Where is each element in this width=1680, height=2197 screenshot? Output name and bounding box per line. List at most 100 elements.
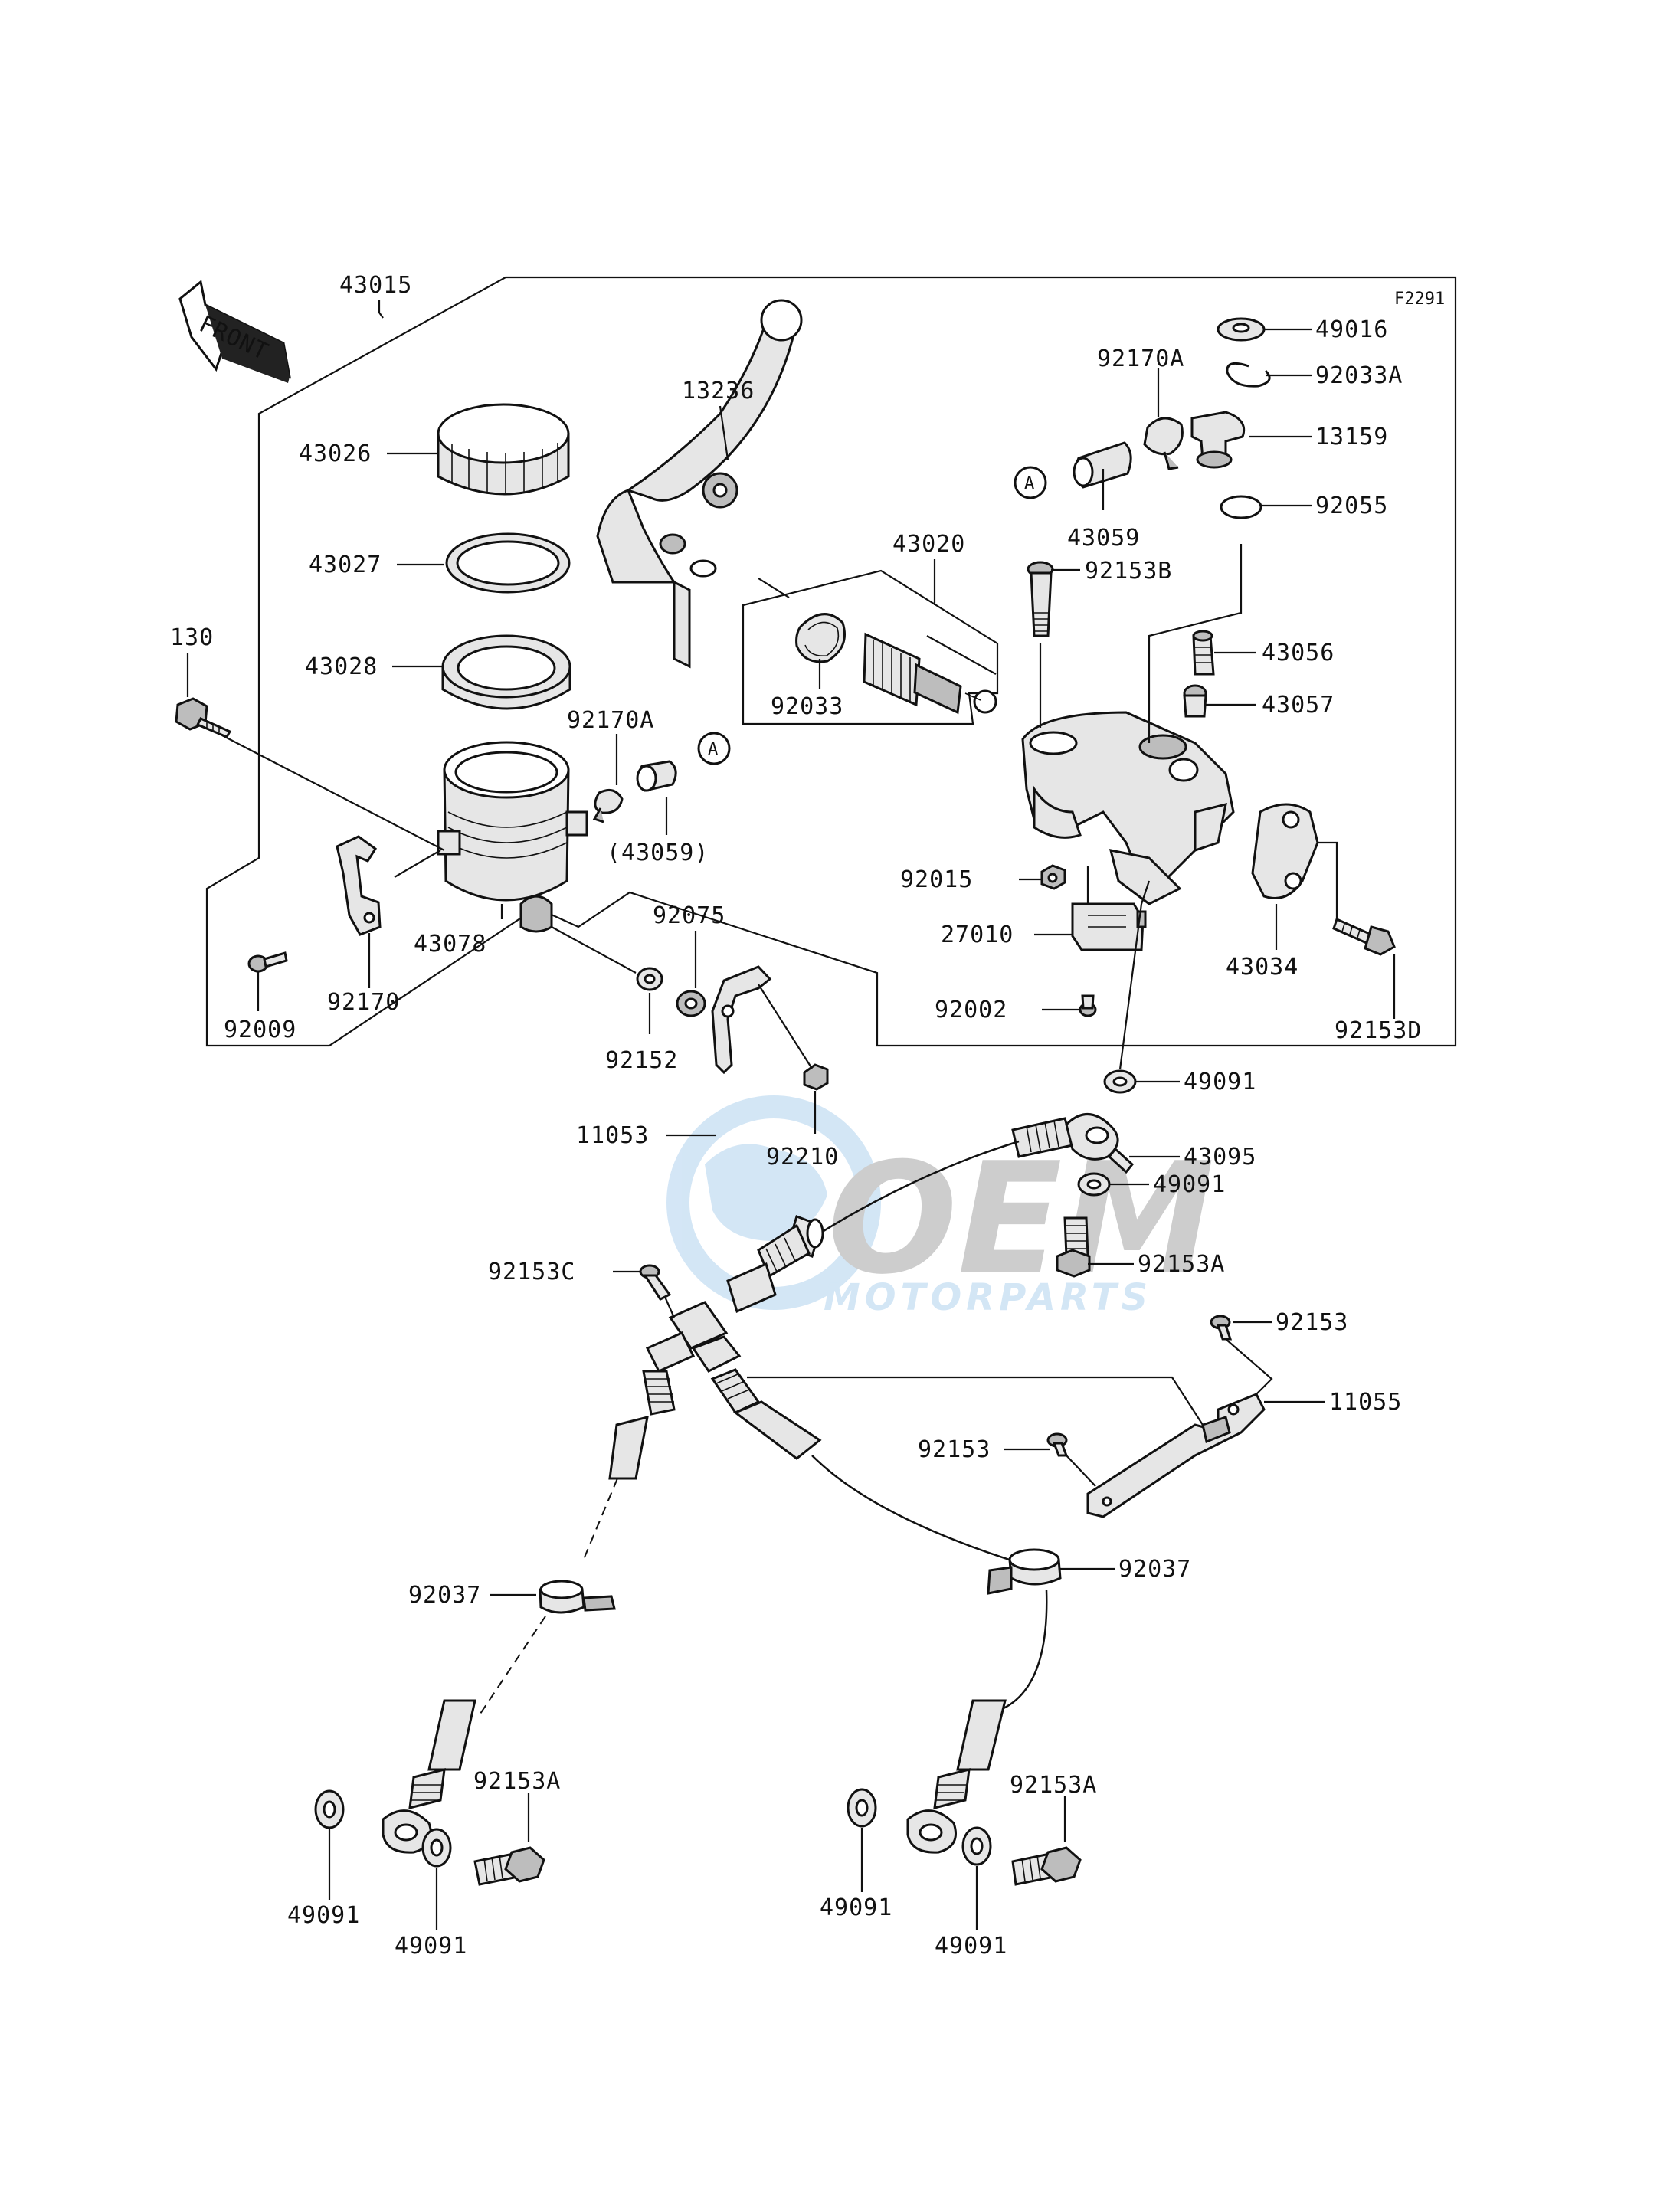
diaphragm-ring <box>445 532 571 594</box>
label-92033: 92033 <box>771 693 843 720</box>
screw-92153C <box>639 1264 672 1301</box>
callout-a-right-text: A <box>1024 474 1034 493</box>
washer-49091-lr <box>421 1828 452 1868</box>
label-11053: 11053 <box>576 1122 649 1149</box>
label-92153B: 92153B <box>1085 558 1172 584</box>
washer-49091-rl <box>847 1788 877 1828</box>
watermark-logo-text: OEM <box>827 1130 1215 1308</box>
hose-left-lower <box>382 1699 476 1854</box>
hose-right-line <box>811 1455 1020 1564</box>
nut-92015 <box>1040 864 1066 890</box>
circlip-92033 <box>795 613 846 663</box>
reservoir-bracket <box>336 835 382 936</box>
master-cylinder-body <box>1021 711 1235 905</box>
hose-left-branch-upper <box>608 1370 676 1480</box>
label-43078: 43078 <box>414 931 486 958</box>
reservoir-tank <box>437 741 588 933</box>
label-92153D: 92153D <box>1335 1017 1422 1044</box>
bolt-92153B <box>1027 561 1054 637</box>
label-92153-a: 92153 <box>1276 1309 1348 1336</box>
grommet-92075 <box>676 990 706 1017</box>
boot-49016 <box>1217 317 1266 342</box>
washer-49091-rr <box>961 1826 992 1866</box>
label-49091-rl: 49091 <box>820 1894 892 1921</box>
callout-a-left: A <box>697 732 731 765</box>
label-92009: 92009 <box>224 1017 296 1043</box>
label-11055: 11055 <box>1329 1389 1402 1416</box>
hose-joint-upper <box>726 1215 824 1314</box>
label-49091-top: 49091 <box>1184 1069 1256 1095</box>
label-49091-rr: 49091 <box>935 1933 1007 1960</box>
label-43027: 43027 <box>309 552 382 578</box>
label-92015: 92015 <box>900 866 973 893</box>
screw-92153-a <box>1210 1315 1233 1341</box>
label-92153C: 92153C <box>488 1259 575 1285</box>
label-130: 130 <box>170 624 214 651</box>
label-92075: 92075 <box>653 902 725 929</box>
hose-clamp-left <box>592 788 624 823</box>
brake-switch-27010 <box>1071 902 1147 951</box>
reservoir-group-frame <box>205 276 1457 1047</box>
figure-code: F2291 <box>1394 290 1445 309</box>
label-92170A-right: 92170A <box>1097 345 1184 372</box>
bolt-130 <box>175 697 232 738</box>
part-labels: 43015 43026 43027 43028 130 92170A (4305… <box>170 272 1422 1960</box>
holder-43034 <box>1251 803 1319 899</box>
bleeder-valve-43056 <box>1192 630 1215 676</box>
leader-lines <box>186 300 1396 1930</box>
label-49091-mid: 49091 <box>1153 1171 1226 1198</box>
label-92055: 92055 <box>1315 493 1388 519</box>
screw-92153-b <box>1046 1432 1069 1457</box>
label-92152: 92152 <box>605 1047 678 1074</box>
o-ring-92055 <box>1220 495 1262 519</box>
brake-lever <box>596 299 803 669</box>
washer-92152 <box>636 967 663 991</box>
hose-line-upper <box>819 1140 1020 1235</box>
hose-stub-43059 <box>1073 441 1132 489</box>
label-13159: 13159 <box>1315 424 1388 450</box>
callout-a-right: A <box>1014 466 1047 499</box>
master-cylinder-piston-kit <box>863 632 997 715</box>
hose-right-line-lower <box>1003 1590 1048 1710</box>
callout-a-left-text: A <box>708 740 718 759</box>
label-43057: 43057 <box>1262 692 1335 719</box>
watermark-sub-text: MOTORPARTS <box>824 1276 1152 1319</box>
washer-49091-top <box>1103 1069 1137 1094</box>
label-27010: 27010 <box>941 922 1014 948</box>
hose-right-branch-upper <box>710 1368 822 1460</box>
bolt-92153D <box>1332 917 1396 956</box>
label-49091-ll: 49091 <box>287 1902 360 1929</box>
hose-left-dash-1 <box>581 1478 618 1563</box>
hose-right-lower <box>906 1699 1007 1854</box>
washer-49091-ll <box>314 1789 345 1829</box>
banjo-92037-left <box>539 1580 616 1614</box>
label-49016: 49016 <box>1315 316 1388 343</box>
label-13236: 13236 <box>682 378 755 404</box>
label-43015: 43015 <box>339 272 412 299</box>
screw-92002 <box>1079 994 1097 1017</box>
screw-92009 <box>247 951 288 973</box>
circlip-92033A <box>1226 362 1271 388</box>
label-92170A-left: 92170A <box>567 707 654 734</box>
bleeder-cap-43057 <box>1183 684 1207 718</box>
label-92210: 92210 <box>766 1144 839 1171</box>
reservoir-hose-stub <box>636 760 677 792</box>
label-92153-b: 92153 <box>918 1436 991 1463</box>
banjo-hose-upper <box>1011 1113 1135 1174</box>
label-92170: 92170 <box>327 989 400 1016</box>
label-92153A-left: 92153A <box>473 1768 561 1795</box>
hose-clamp-right <box>1143 417 1184 470</box>
front-arrow-icon: FRONT <box>178 280 291 383</box>
label-49091-lr: 49091 <box>395 1933 467 1960</box>
banjo-92037-right <box>987 1548 1062 1595</box>
banjo-bolt-92153A-left <box>473 1846 545 1886</box>
label-92037-right: 92037 <box>1118 1556 1191 1583</box>
bracket-11053 <box>711 965 772 1075</box>
washer-49091-mid <box>1077 1172 1111 1197</box>
label-43026: 43026 <box>299 440 372 467</box>
label-43020: 43020 <box>892 531 965 558</box>
label-92037-left: 92037 <box>408 1582 481 1609</box>
banjo-bolt-92153A-right <box>1011 1846 1082 1886</box>
label-92033A: 92033A <box>1315 362 1403 389</box>
